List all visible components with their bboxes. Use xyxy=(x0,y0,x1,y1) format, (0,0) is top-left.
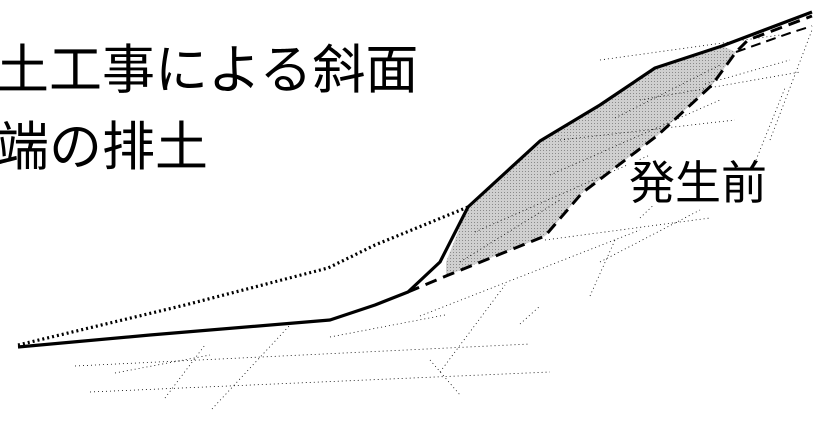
before-occurrence-label: 発生前 xyxy=(627,156,769,210)
original-slope-line xyxy=(17,205,469,347)
upper-dashed-line xyxy=(735,25,813,53)
title-line-2: 端の排土 xyxy=(0,117,208,178)
fracture-lines xyxy=(74,29,813,410)
title-line-1: 土工事による斜面 xyxy=(0,40,419,101)
current-ground-line xyxy=(17,10,813,349)
removed-soil-area xyxy=(446,46,736,276)
slip-surface-before-line xyxy=(407,14,813,294)
